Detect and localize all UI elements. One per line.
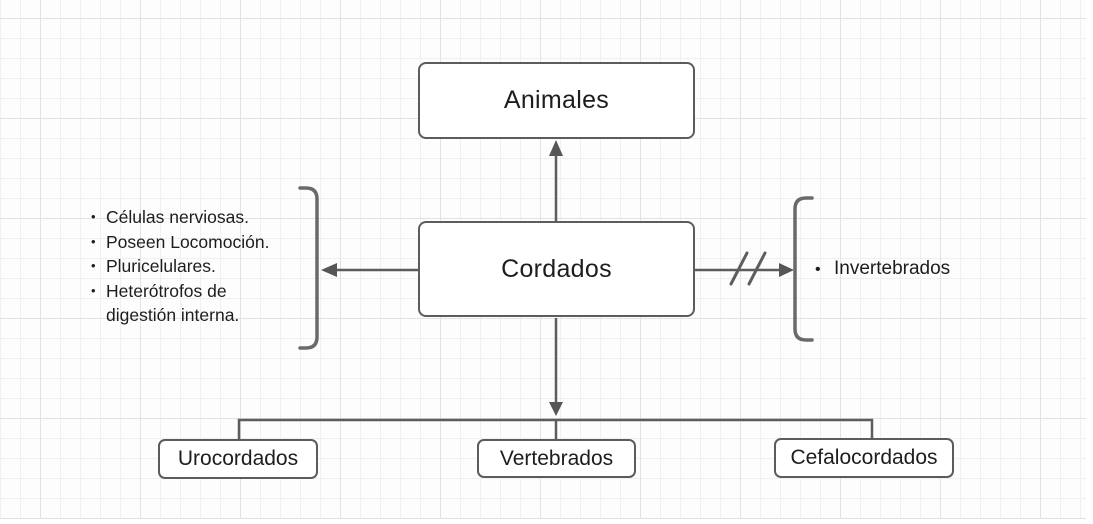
bracket-right <box>793 196 814 342</box>
edge-cordados-invertebrados <box>695 263 794 277</box>
canvas-edge-bottom <box>0 519 1093 524</box>
node-cefalocordados[interactable]: Cefalocordados <box>774 438 954 478</box>
node-cefalocordados-label: Cefalocordados <box>790 446 938 469</box>
characteristic-item: Pluricelulares. <box>90 254 276 279</box>
node-vertebrados-label: Vertebrados <box>499 446 614 470</box>
edge-cordados-children <box>237 318 874 440</box>
node-urocordados-label: Urocordados <box>177 447 299 470</box>
bracket-left <box>298 186 319 350</box>
node-vertebrados[interactable]: Vertebrados <box>477 439 636 478</box>
node-urocordados[interactable]: Urocordados <box>158 439 318 479</box>
node-cordados-label: Cordados <box>501 254 612 283</box>
node-animales[interactable]: Animales <box>418 62 695 139</box>
crossed-out-marks <box>729 251 767 286</box>
characteristics-list: Células nerviosas. Poseen Locomoción. Pl… <box>90 205 276 328</box>
node-cordados[interactable]: Cordados <box>418 221 695 317</box>
characteristic-item: Poseen Locomoción. <box>90 230 276 255</box>
node-animales-label: Animales <box>503 86 610 114</box>
edge-cordados-characteristics <box>321 263 418 277</box>
excluded-item-invertebrados: Invertebrados <box>815 256 950 282</box>
canvas-edge-right <box>1086 0 1093 524</box>
characteristic-item: Células nerviosas. <box>90 205 276 230</box>
characteristic-item: Heterótrofos de digestión interna. <box>90 279 276 328</box>
edge-cordados-animales <box>549 140 563 221</box>
